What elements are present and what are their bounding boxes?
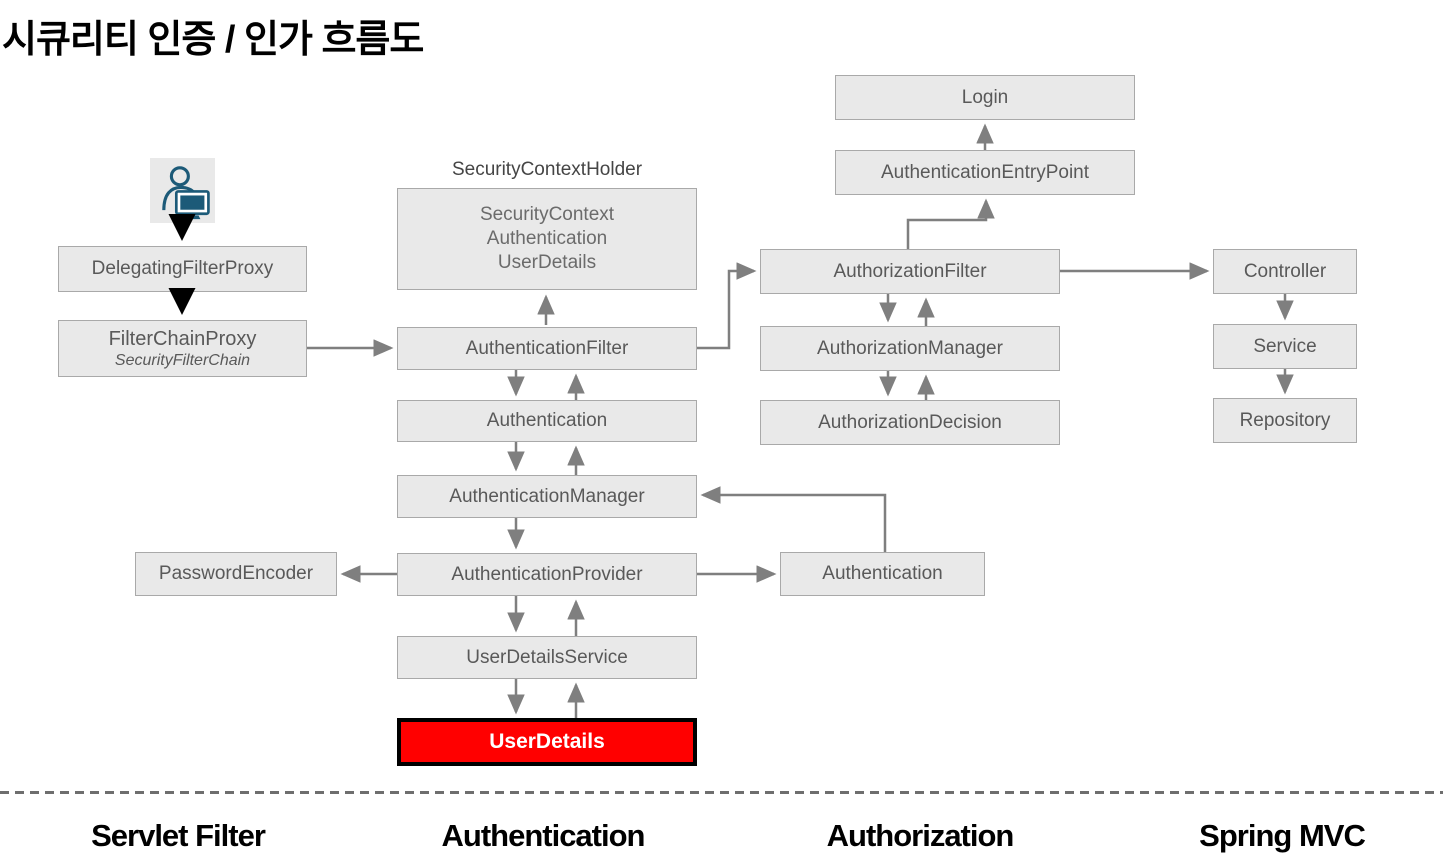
node-security-context: SecurityContext Authentication UserDetai… bbox=[397, 188, 697, 290]
node-line: SecurityContext bbox=[479, 204, 615, 225]
node-authentication-filter: AuthenticationFilter bbox=[397, 327, 697, 370]
node-line: UserDetails bbox=[497, 252, 597, 273]
node-label: AuthorizationFilter bbox=[833, 260, 987, 282]
node-label: AuthenticationProvider bbox=[451, 563, 643, 585]
node-delegating-filter-proxy: DelegatingFilterProxy bbox=[58, 246, 307, 292]
node-user-details: UserDetails bbox=[397, 718, 697, 766]
node-login: Login bbox=[835, 75, 1135, 120]
lane-authorization: Authorization bbox=[826, 818, 1015, 853]
node-label: DelegatingFilterProxy bbox=[91, 258, 274, 279]
node-authentication-provider: AuthenticationProvider bbox=[397, 553, 697, 596]
node-filter-chain-proxy: FilterChainProxy SecurityFilterChain bbox=[58, 320, 307, 377]
node-label: UserDetails bbox=[489, 730, 605, 753]
node-label: PasswordEncoder bbox=[158, 563, 314, 584]
node-label: Controller bbox=[1243, 260, 1327, 282]
node-line: Authentication bbox=[486, 228, 608, 249]
page-title: 시큐리티 인증 / 인가 흐름도 bbox=[2, 19, 424, 61]
node-label: Authentication bbox=[822, 563, 943, 584]
node-authorization-decision: AuthorizationDecision bbox=[760, 400, 1060, 445]
node-authentication-result: Authentication bbox=[780, 552, 985, 596]
node-sublabel: SecurityFilterChain bbox=[114, 351, 251, 369]
node-authentication: Authentication bbox=[397, 400, 697, 442]
node-label: UserDetailsService bbox=[466, 646, 628, 668]
node-label: Repository bbox=[1239, 409, 1331, 431]
arrow-authenticationfilter-to-authorizationfilter bbox=[697, 262, 757, 350]
node-label: Service bbox=[1253, 335, 1317, 357]
lane-servlet-filter: Servlet Filter bbox=[91, 818, 266, 853]
node-label: AuthenticationFilter bbox=[465, 337, 629, 359]
lane-authentication: Authentication bbox=[441, 818, 646, 853]
lane-divider bbox=[0, 791, 1443, 794]
node-password-encoder: PasswordEncoder bbox=[135, 552, 337, 596]
node-authentication-manager: AuthenticationManager bbox=[397, 475, 697, 518]
node-label: FilterChainProxy bbox=[108, 327, 257, 350]
node-authorization-filter: AuthorizationFilter bbox=[760, 249, 1060, 294]
node-label: AuthenticationEntryPoint bbox=[880, 161, 1090, 183]
node-label: Authentication bbox=[486, 410, 608, 431]
user-tile bbox=[150, 158, 215, 223]
node-label: AuthenticationManager bbox=[449, 485, 645, 507]
lane-spring-mvc: Spring MVC bbox=[1199, 818, 1366, 853]
security-context-holder-label: SecurityContextHolder bbox=[451, 159, 643, 180]
user-at-computer-icon bbox=[161, 165, 210, 219]
node-user-details-service: UserDetailsService bbox=[397, 636, 697, 679]
arrow-authentication-result-to-authenticationmanager bbox=[700, 486, 887, 552]
node-controller: Controller bbox=[1213, 249, 1357, 294]
node-label: Login bbox=[961, 86, 1009, 108]
node-authentication-entry-point: AuthenticationEntryPoint bbox=[835, 150, 1135, 195]
node-label: AuthorizationDecision bbox=[818, 411, 1002, 433]
node-authorization-manager: AuthorizationManager bbox=[760, 326, 1060, 371]
node-repository: Repository bbox=[1213, 398, 1357, 443]
arrow-authorizationfilter-to-authenticationentrypoint bbox=[906, 198, 995, 249]
node-label: AuthorizationManager bbox=[817, 337, 1003, 359]
node-service: Service bbox=[1213, 324, 1357, 369]
